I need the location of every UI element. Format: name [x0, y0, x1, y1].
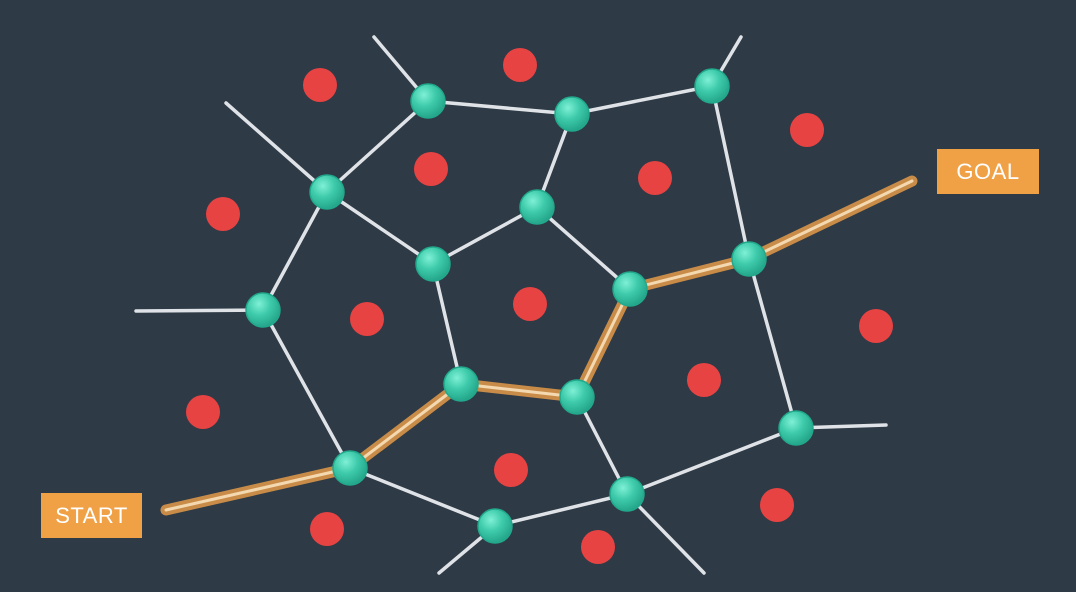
obstacle-point — [513, 287, 547, 321]
voronoi-vertex — [559, 379, 595, 415]
obstacle-point — [638, 161, 672, 195]
voronoi-edge — [325, 190, 435, 266]
obstacle-point — [350, 302, 384, 336]
voronoi-edge — [535, 205, 632, 291]
voronoi-open-edge — [625, 492, 706, 575]
obstacle-point — [414, 152, 448, 186]
voronoi-vertex — [443, 366, 479, 402]
voronoi-edge — [348, 466, 497, 528]
voronoi-vertex — [245, 292, 281, 328]
voronoi-vertex — [415, 246, 451, 282]
voronoi-vertices — [245, 68, 814, 544]
obstacle-points — [186, 48, 893, 564]
voronoi-vertex — [694, 68, 730, 104]
start-label: START — [41, 493, 142, 538]
voronoi-edge — [431, 205, 539, 266]
voronoi-edge — [431, 262, 463, 386]
obstacle-point — [687, 363, 721, 397]
voronoi-edge — [575, 395, 629, 496]
obstacle-point — [760, 488, 794, 522]
voronoi-edge — [261, 190, 329, 312]
goal-label: GOAL — [937, 149, 1039, 194]
voronoi-edge — [426, 99, 574, 116]
obstacle-point — [206, 197, 240, 231]
obstacle-point — [503, 48, 537, 82]
obstacle-point — [494, 453, 528, 487]
voronoi-vertex — [554, 96, 590, 132]
voronoi-edge — [325, 99, 430, 194]
voronoi-edge — [493, 492, 629, 528]
obstacle-point — [186, 395, 220, 429]
voronoi-open-edge — [224, 101, 329, 194]
voronoi-vertex — [309, 174, 345, 210]
voronoi-vertex — [609, 476, 645, 512]
obstacle-point — [581, 530, 615, 564]
voronoi-vertex — [731, 241, 767, 277]
voronoi-edge — [570, 84, 714, 116]
voronoi-vertex — [612, 271, 648, 307]
voronoi-edge — [747, 257, 798, 430]
voronoi-edge — [710, 84, 751, 261]
obstacle-point — [310, 512, 344, 546]
obstacle-point — [859, 309, 893, 343]
voronoi-vertex — [477, 508, 513, 544]
voronoi-vertex — [410, 83, 446, 119]
voronoi-vertex — [778, 410, 814, 446]
voronoi-vertex — [519, 189, 555, 225]
voronoi-edge — [261, 308, 352, 470]
voronoi-edge — [625, 426, 798, 496]
obstacle-point — [303, 68, 337, 102]
obstacle-point — [790, 113, 824, 147]
voronoi-vertex — [332, 450, 368, 486]
voronoi-open-edge — [134, 308, 265, 313]
